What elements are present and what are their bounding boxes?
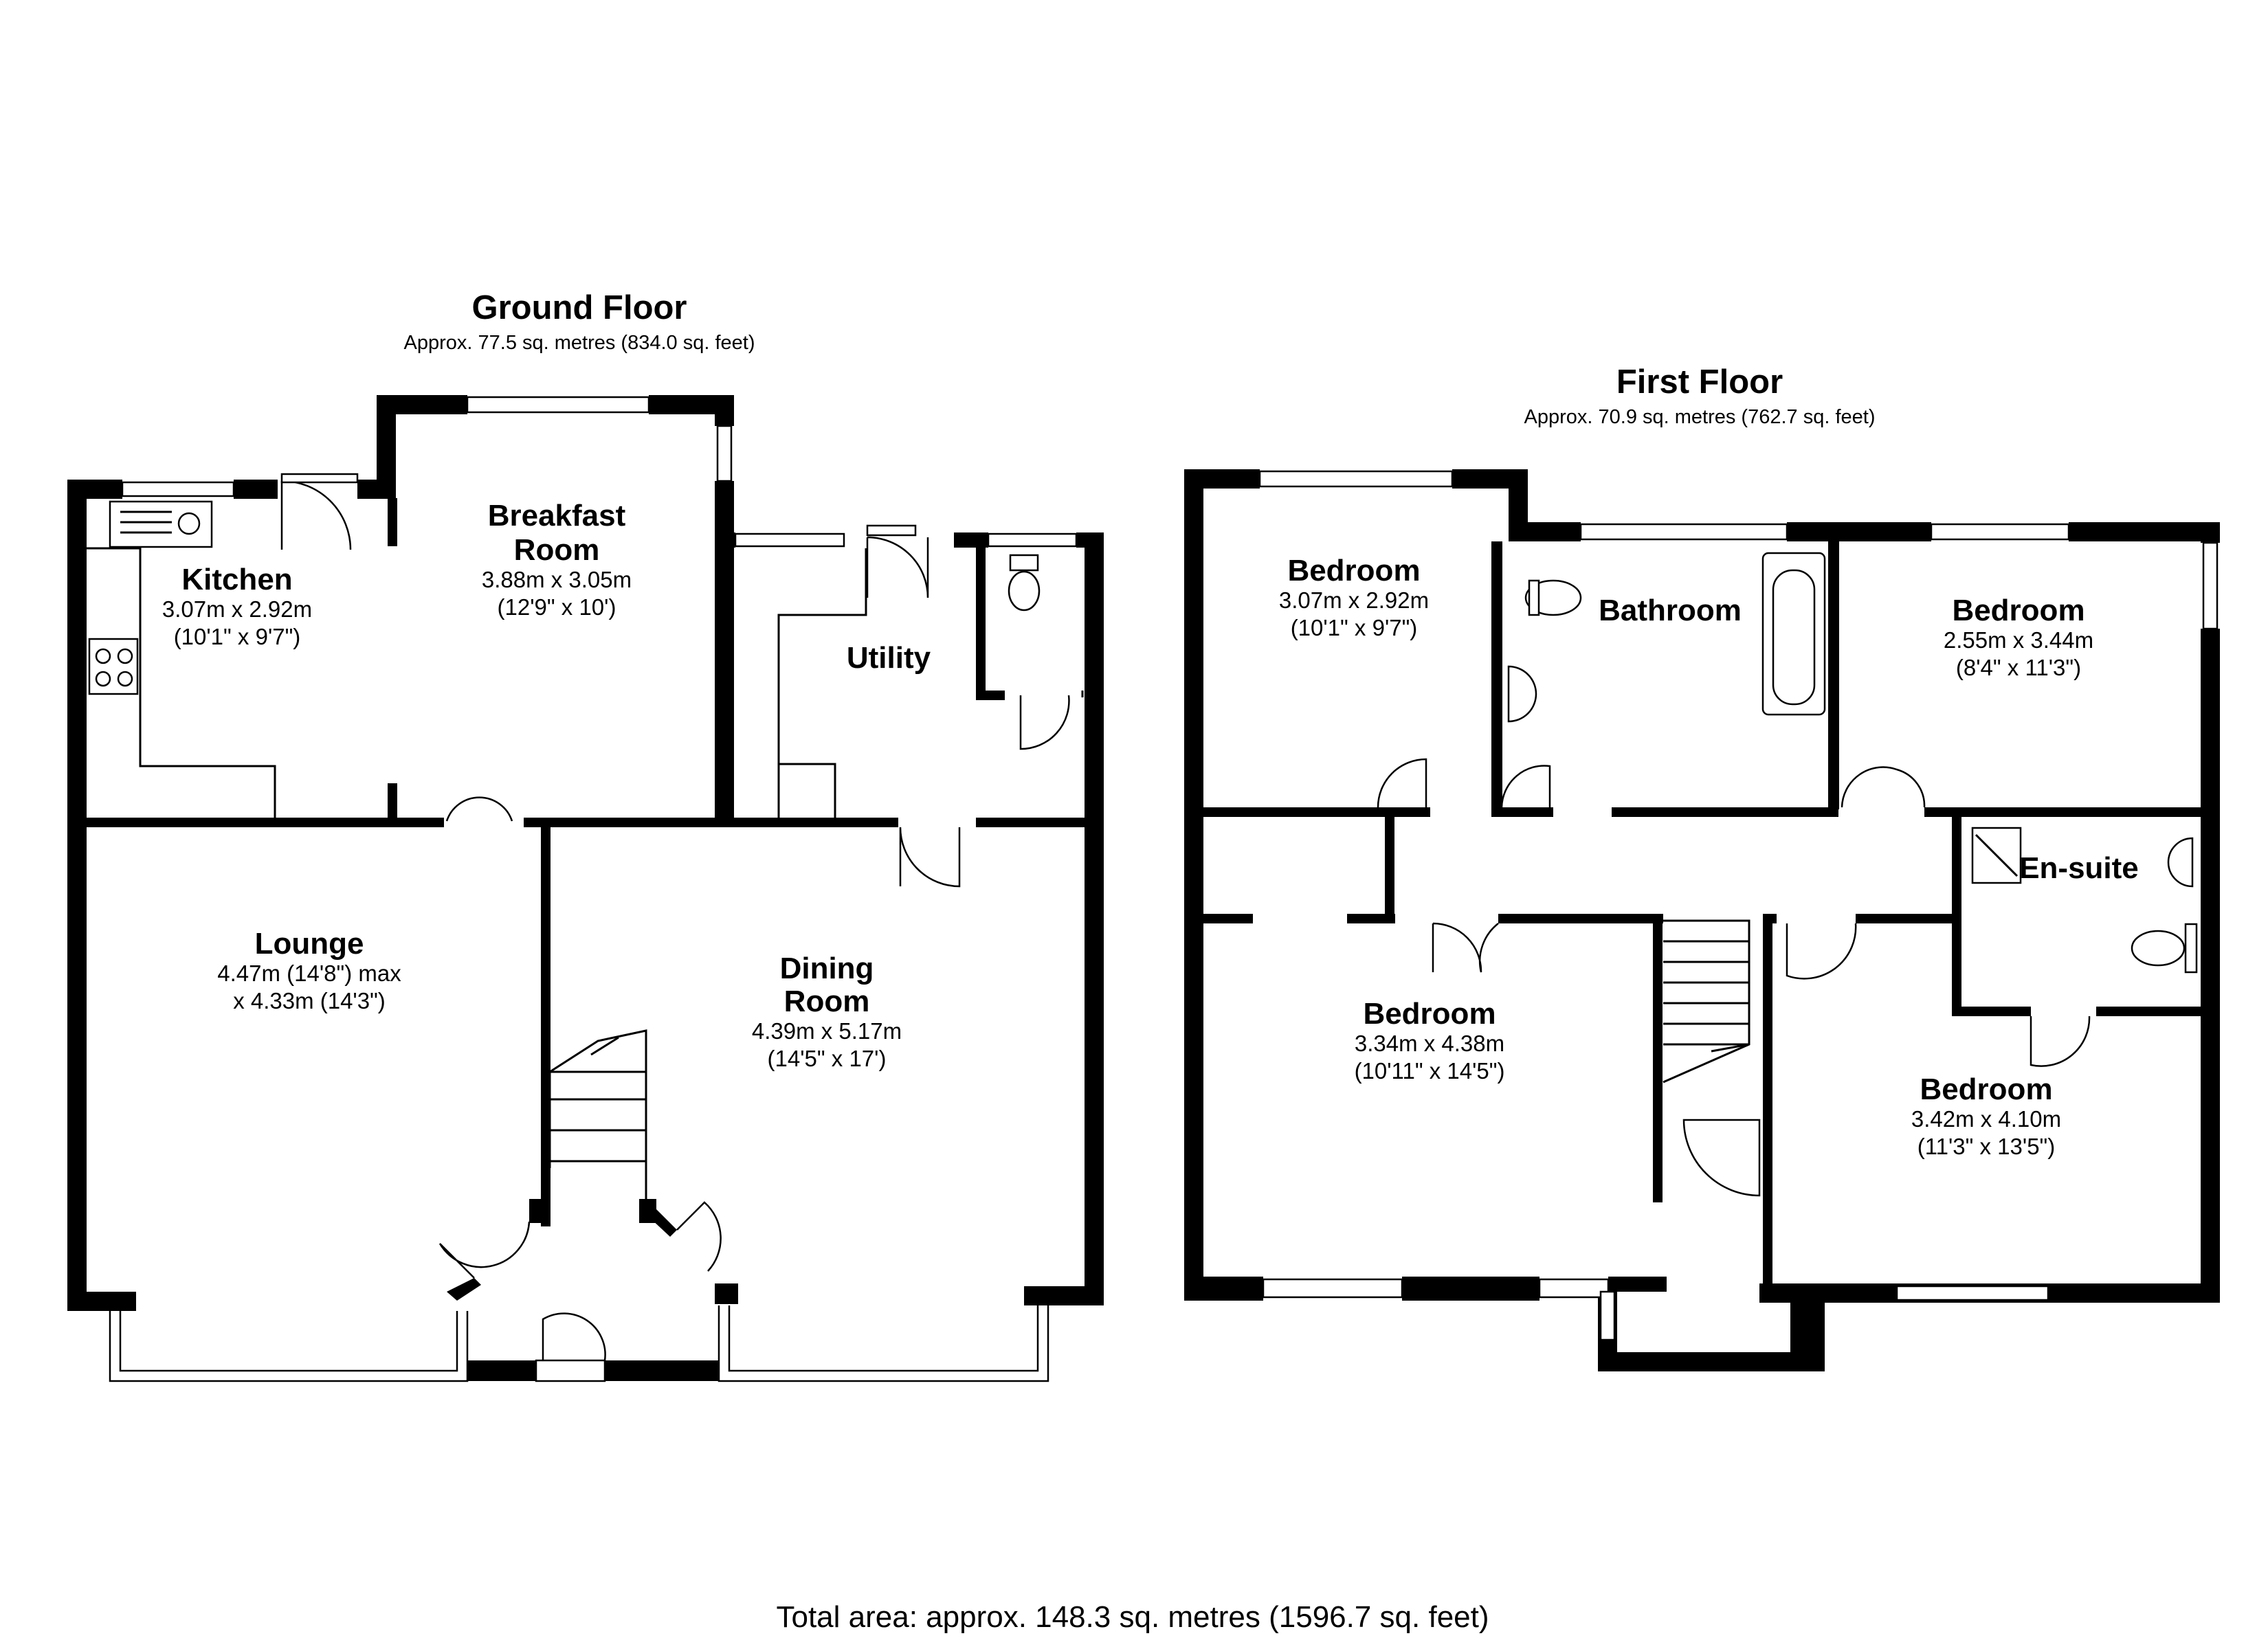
room-dim-imperial-bedroom-1: (10'1" x 9'7") — [1291, 615, 1418, 640]
room-dim-imperial-kitchen: (10'1" x 9'7") — [174, 624, 301, 649]
room-dim-breakfast: 3.88m x 3.05m — [482, 567, 632, 592]
room-dim-imperial-bedroom-4: (11'3" x 13'5") — [1917, 1134, 2056, 1159]
room-name-bedroom-1: Bedroom — [1287, 554, 1420, 587]
room-dim-imperial-bedroom-3: (10'11" x 14'5") — [1355, 1058, 1505, 1084]
room-dim-lounge: 4.47m (14'8") max — [217, 961, 401, 986]
room-dim-bedroom-1: 3.07m x 2.92m — [1279, 587, 1429, 613]
ensuite-fixtures — [1682, 827, 2198, 1197]
room-name-bathroom: Bathroom — [1599, 594, 1742, 627]
first-floor-title: First Floor — [1616, 363, 1783, 401]
first-floor-stairs — [1663, 919, 1750, 1084]
first-floor-labels: First Floor Approx. 70.9 sq. metres (762… — [1279, 363, 2139, 1159]
ground-floor-doors — [280, 473, 1070, 1361]
room-name-dining-1: Dining — [780, 952, 874, 985]
room-name-lounge: Lounge — [255, 927, 364, 961]
ground-floor-plan — [67, 395, 1104, 1382]
room-dim-imperial-dining: (14'5" x 17') — [768, 1046, 887, 1071]
first-floor-area: Approx. 70.9 sq. metres (762.7 sq. feet) — [1524, 406, 1876, 428]
first-floor-windows — [1258, 470, 2219, 1341]
room-dim-bedroom-4: 3.42m x 4.10m — [1911, 1106, 2061, 1132]
room-dim-bedroom-3: 3.34m x 4.38m — [1355, 1031, 1504, 1056]
ground-floor-fixture-lines — [87, 547, 1084, 818]
room-dim-imperial-lounge: x 4.33m (14'3") — [233, 988, 386, 1013]
room-name-bedroom-3: Bedroom — [1363, 997, 1496, 1031]
room-name-ensuite: En-suite — [2019, 851, 2139, 885]
ground-floor-title: Ground Floor — [472, 289, 687, 326]
bathroom-fixtures — [1507, 552, 1826, 723]
room-dim-bedroom-2: 2.55m x 3.44m — [1944, 627, 2093, 653]
room-name-bedroom-4: Bedroom — [1920, 1073, 2052, 1106]
first-floor-walls — [1184, 469, 2220, 1371]
room-name-breakfast-2: Room — [514, 533, 600, 567]
ground-floor-stairs — [548, 1029, 647, 1199]
utility-wc-fixture — [1008, 554, 1041, 612]
ground-floor-walls — [67, 395, 1104, 1381]
ground-floor-area: Approx. 77.5 sq. metres (834.0 sq. feet) — [404, 332, 755, 354]
first-floor-doors — [1377, 758, 2091, 1067]
room-name-bedroom-2: Bedroom — [1952, 594, 2084, 627]
room-name-utility: Utility — [847, 641, 931, 675]
ground-floor-labels: Ground Floor Approx. 77.5 sq. metres (83… — [162, 289, 931, 1071]
room-name-breakfast-1: Breakfast — [488, 499, 626, 532]
room-dim-imperial-breakfast: (12'9" x 10') — [498, 594, 616, 620]
total-area: Total area: approx. 148.3 sq. metres (15… — [776, 1600, 1489, 1634]
ground-floor-windows — [109, 396, 1078, 1382]
room-dim-imperial-bedroom-2: (8'4" x 11'3") — [1956, 655, 2081, 680]
first-floor-plan — [1184, 469, 2220, 1371]
room-dim-dining: 4.39m x 5.17m — [752, 1018, 902, 1044]
kitchen-fixtures — [88, 500, 213, 695]
room-name-dining-2: Room — [784, 985, 870, 1018]
room-name-kitchen: Kitchen — [181, 563, 292, 596]
room-dim-kitchen: 3.07m x 2.92m — [162, 596, 312, 622]
